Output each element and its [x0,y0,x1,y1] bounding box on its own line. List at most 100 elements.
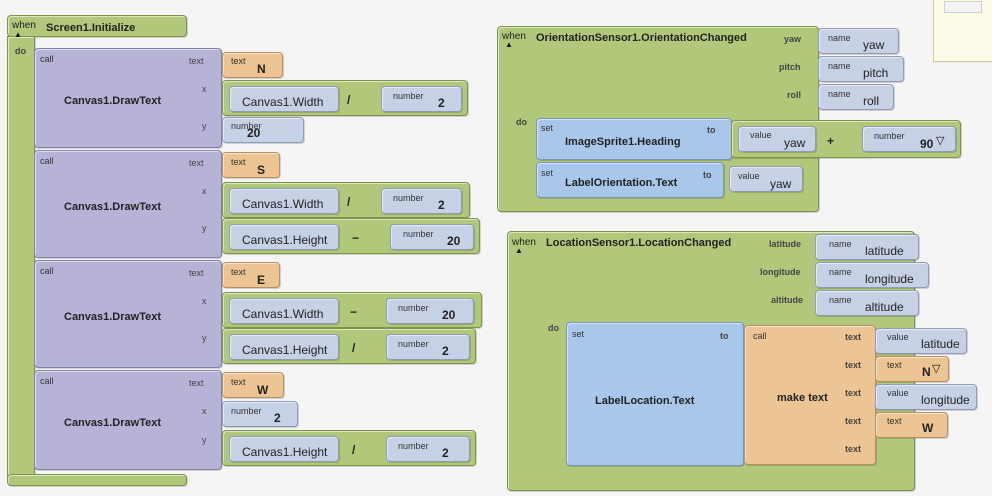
text-literal-block[interactable] [222,52,283,78]
param-yaw-label: yaw [784,34,802,44]
set-label: set [541,123,554,133]
dropdown-arrow-icon[interactable]: ▽ [932,363,941,375]
value-getter-caption: value [750,130,772,140]
method-name: Canvas1.DrawText [64,311,162,323]
set-label: set [541,168,554,178]
text-literal-caption: text [887,360,902,370]
number-literal-caption: number [393,91,424,101]
setter-target: ImageSprite1.Heading [565,136,681,148]
operator-symbol: / [352,341,356,355]
param-name-value: longitude [865,272,914,286]
draw-text-call-block[interactable] [34,48,222,148]
param-name-block[interactable] [815,234,919,260]
text-literal-value: S [257,163,266,177]
number-literal-value: 90 [920,137,934,151]
param-name-value: yaw [863,38,885,52]
number-literal-block[interactable] [222,117,304,143]
param-roll-label: roll [787,90,802,100]
screen1-initialize-event-block[interactable] [7,15,187,37]
number-literal-caption: number [231,406,262,416]
param-latitude-label: latitude [769,239,802,249]
number-literal-block[interactable] [222,401,298,427]
value-getter-block[interactable] [729,166,803,192]
number-literal-block[interactable] [386,298,474,324]
number-literal-caption: number [398,303,429,313]
operator-symbol: + [827,134,835,148]
number-literal-block[interactable] [386,436,470,462]
number-literal-caption: number [403,229,434,239]
value-getter-block[interactable] [738,126,816,152]
text-literal-block[interactable] [222,372,284,398]
getter-block[interactable] [229,436,339,462]
text-literal-value: W [257,383,269,397]
number-literal-value: 2 [438,198,445,212]
text-literal-block[interactable] [222,262,280,288]
value-getter-name: yaw [784,136,806,150]
getter-block[interactable] [229,188,339,214]
getter-block[interactable] [229,224,339,250]
number-literal-block[interactable] [386,334,470,360]
value-getter-name: longitude [921,393,970,407]
screen1-initialize-do-bar [7,36,35,482]
param-name-block[interactable] [815,290,919,316]
param-name-block[interactable] [818,28,899,54]
param-name-block[interactable] [818,84,894,110]
value-getter-name: yaw [770,177,792,191]
number-literal-block[interactable] [390,224,474,250]
draw-text-call-block[interactable] [34,150,222,258]
set-label: set [572,329,585,339]
param-y-label: y [202,223,207,233]
make-text-name: make text [777,392,828,404]
collapse-triangle-icon[interactable]: ▲ [515,246,523,255]
number-literal-block[interactable] [862,126,956,152]
when-label: when [512,237,536,248]
param-text-label: text [845,332,862,342]
number-literal-value: 20 [447,234,461,248]
setter-target: LabelOrientation.Text [565,177,678,189]
number-literal-block[interactable] [381,86,462,112]
param-name-block[interactable] [818,56,904,82]
param-y-label: y [202,121,207,131]
number-literal-caption: number [398,339,429,349]
value-getter-caption: value [887,332,909,342]
text-literal-block[interactable] [875,412,948,438]
text-literal-caption: text [231,157,246,167]
value-getter-block[interactable] [875,328,967,354]
param-name-value: latitude [865,244,904,258]
getter-block[interactable] [229,334,339,360]
set-label-orientation-block[interactable] [536,162,724,198]
param-text-label: text [845,360,862,370]
value-getter-caption: value [738,171,760,181]
set-label-location-block[interactable] [566,322,744,466]
text-literal-block[interactable] [222,152,280,178]
param-name-value: pitch [863,66,889,80]
set-heading-block[interactable] [536,118,732,160]
getter-name: Canvas1.Height [242,343,328,357]
param-name-caption: name [829,267,852,277]
number-literal-caption: number [398,441,429,451]
draw-text-call-block[interactable] [34,260,222,368]
getter-block[interactable] [229,86,339,112]
number-literal-value: 2 [438,96,445,110]
number-literal-block[interactable] [381,188,462,214]
collapse-triangle-icon[interactable]: ▲ [505,40,513,49]
draw-text-call-block[interactable] [34,370,222,470]
workspace-minimap[interactable] [933,0,992,62]
number-literal-value: 20 [247,126,261,140]
getter-name: Canvas1.Width [242,197,324,211]
do-label: do [548,323,559,333]
text-literal-block[interactable] [875,356,949,382]
param-y-label: y [202,333,207,343]
call-label: call [40,54,54,64]
dropdown-arrow-icon[interactable]: ▽ [936,135,945,147]
collapse-triangle-icon[interactable]: ▲ [14,30,22,39]
param-name-caption: name [829,295,852,305]
call-label: call [40,376,54,386]
param-name-block[interactable] [815,262,929,288]
param-x-label: x [202,296,207,306]
value-getter-block[interactable] [875,384,977,410]
number-literal-value: 2 [442,344,449,358]
getter-block[interactable] [229,298,339,324]
number-literal-caption: number [874,131,905,141]
